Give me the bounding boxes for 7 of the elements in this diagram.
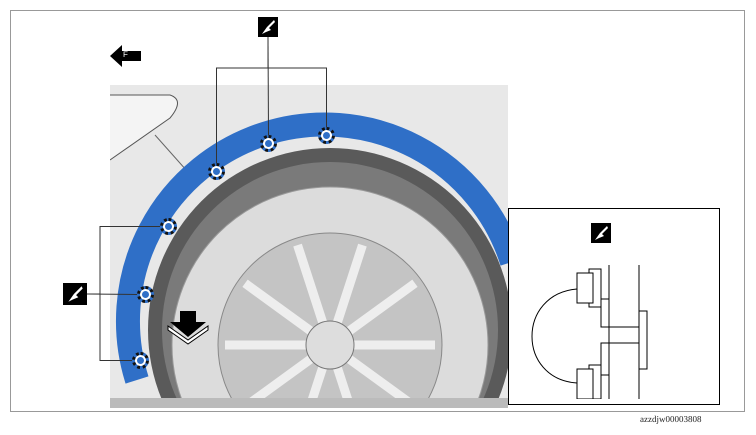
- direction-letter: F: [123, 50, 128, 59]
- tool-icon: [591, 223, 611, 243]
- tool-icon: [63, 283, 87, 305]
- leader-line: [268, 36, 327, 128]
- tool-icon: [258, 17, 278, 37]
- inset-box: [508, 208, 720, 405]
- figure-code: azzdjw00003808: [640, 414, 702, 424]
